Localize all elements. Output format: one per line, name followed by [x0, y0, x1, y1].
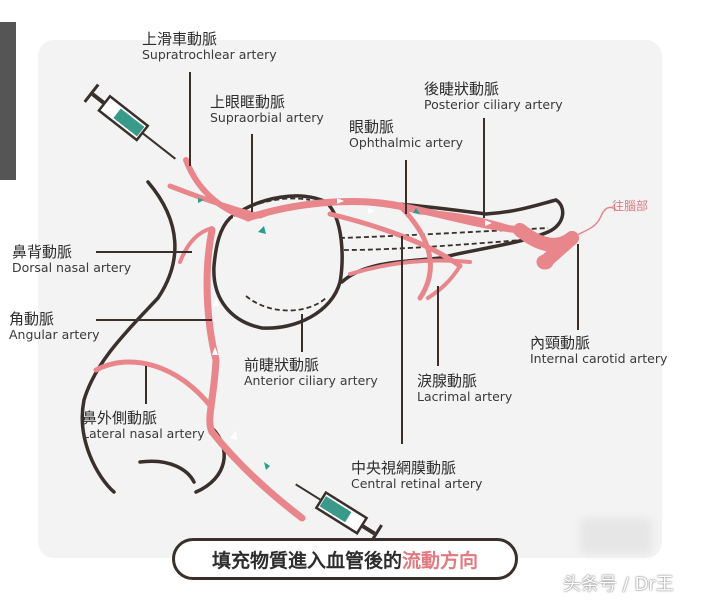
flow-arrow-white-1: [233, 216, 240, 222]
label-zh: 上滑車動脈: [142, 30, 218, 48]
arteries: [93, 157, 617, 522]
syringe-rod: [359, 523, 376, 536]
label-zh: 中央視網膜動脈: [351, 459, 457, 477]
label-ophthalmic: 眼動脈 Ophthalmic artery: [349, 118, 464, 151]
flow-arrow-white-7: [230, 431, 237, 440]
label-en: Lacrimal artery: [417, 389, 513, 405]
label-anterior-ciliary: 前睫狀動脈 Anterior ciliary artery: [244, 356, 378, 389]
syringe-top: [83, 83, 176, 160]
brain-wiggle-line: [571, 206, 617, 239]
label-lacrimal: 淚腺動脈 Lacrimal artery: [417, 372, 513, 405]
left-accent-bar: [0, 22, 16, 180]
flow-arrow-1: [198, 198, 204, 203]
ophthalmic-vessel: [244, 198, 524, 234]
label-dorsal-nasal: 鼻背動脈 Dorsal nasal artery: [12, 243, 132, 276]
label-en: Supraorbial artery: [210, 110, 324, 126]
to-brain-label: 往腦部: [612, 199, 649, 213]
carotid-end-cap: [536, 254, 554, 270]
label-en: Ophthalmic artery: [349, 135, 464, 151]
watermark: 头条号 / Dr王: [563, 574, 674, 595]
flow-arrow-white-4: [485, 220, 492, 226]
syringe-rod: [91, 92, 107, 106]
label-en: Dorsal nasal artery: [12, 260, 132, 276]
caption-accent-text: 流動方向: [402, 549, 479, 572]
flow-arrow-2: [258, 226, 266, 234]
angular-lower-vessel: [208, 428, 306, 522]
label-en: Central retinal artery: [351, 476, 483, 492]
label-en: Supratrochlear artery: [142, 47, 277, 63]
syringe-bottom: [295, 483, 383, 545]
syringe-fluid: [319, 496, 352, 523]
caption-text: 填充物質進入血管後的: [211, 549, 402, 572]
caption-box: 填充物質進入血管後的流動方向: [172, 538, 518, 580]
flow-arrow-white-3: [368, 208, 375, 214]
flow-arrow-3: [413, 208, 420, 214]
label-zh: 鼻外側動脈: [82, 409, 158, 427]
label-posterior-ciliary: 後睫狀動脈 Posterior ciliary artery: [424, 80, 563, 113]
blurred-patch: [580, 518, 652, 554]
label-zh: 淚腺動脈: [417, 372, 478, 390]
label-zh: 眼動脈: [349, 118, 395, 136]
label-en: Posterior ciliary artery: [424, 97, 563, 113]
label-zh: 後睫狀動脈: [424, 80, 500, 98]
label-lateral-nasal: 鼻外側動脈 Lateral nasal artery: [82, 409, 205, 442]
syringe-fluid: [113, 108, 145, 137]
nostril-outline: [138, 459, 196, 484]
label-zh: 上眼眶動脈: [210, 93, 286, 111]
central-retinal-vessel: [348, 258, 472, 276]
flow-arrow-white-5: [213, 298, 219, 306]
label-internal-carotid: 內頸動脈 Internal carotid artery: [530, 334, 668, 367]
label-zh: 角動脈: [9, 310, 55, 328]
label-zh: 鼻背動脈: [12, 243, 73, 261]
lacrimal-vessel: [397, 203, 433, 301]
label-en: Internal carotid artery: [530, 351, 668, 367]
label-zh: 前睫狀動脈: [244, 356, 320, 374]
nerve-dashed-2: [343, 237, 549, 251]
flow-arrows: [198, 198, 420, 470]
label-en: Angular artery: [9, 327, 100, 343]
nose-bridge-outline: [80, 180, 177, 494]
supratrochlear-vessel: [183, 157, 251, 221]
syringe-needle: [295, 483, 322, 502]
label-supratrochlear: 上滑車動脈 Supratrochlear artery: [142, 30, 277, 63]
posterior-ciliary-vessel: [417, 209, 519, 233]
flow-arrow-white-6: [212, 347, 218, 355]
eyeball-outline: [212, 194, 344, 330]
flow-arrow-4: [264, 462, 270, 470]
leader-lines: [96, 72, 579, 444]
label-supraorbital: 上眼眶動脈 Supraorbial artery: [210, 93, 324, 126]
dashed-outlines: [243, 197, 549, 312]
label-en: Anterior ciliary artery: [244, 373, 378, 389]
label-en: Lateral nasal artery: [82, 426, 205, 442]
dorsal-nasal-vessel: [178, 226, 214, 264]
syringe-needle: [141, 132, 176, 160]
lateral-nasal-vessel: [93, 359, 215, 411]
orbit-dashed-top: [243, 197, 311, 211]
label-central-retinal: 中央視網膜動脈 Central retinal artery: [351, 459, 483, 492]
lacrimal-lower-vessel: [426, 264, 462, 300]
flow-arrows-white: [212, 198, 492, 440]
syringe-plunger-cap: [83, 83, 100, 103]
orbit-dashed-bottom: [245, 295, 327, 312]
label-zh: 內頸動脈: [530, 334, 591, 352]
flow-arrow-white-2: [337, 198, 344, 204]
label-angular: 角動脈 Angular artery: [9, 310, 100, 343]
